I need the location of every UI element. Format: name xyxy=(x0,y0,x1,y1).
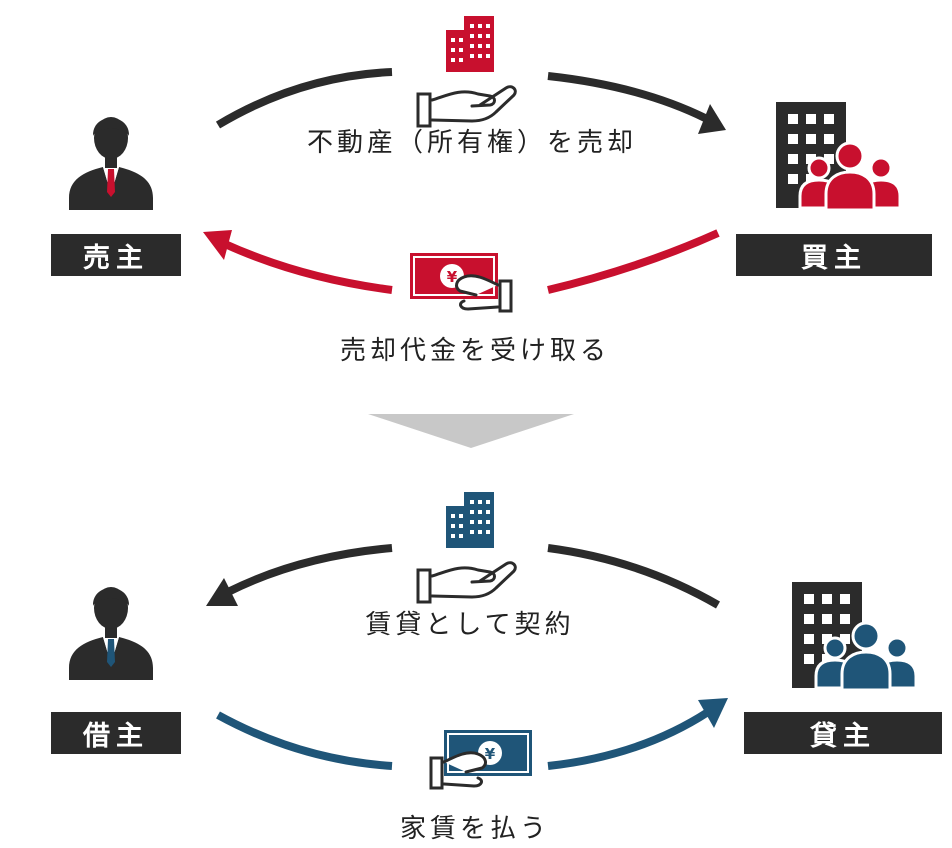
building-on-hand-icon xyxy=(416,14,517,128)
yen-symbol-bottom: ¥ xyxy=(485,745,496,763)
bottom-return-arrow xyxy=(216,698,728,770)
buyer-label: 買主 xyxy=(736,234,932,276)
lease-contract-caption: 賃貸として契約 xyxy=(365,610,575,640)
top-forward-arrow xyxy=(215,68,726,134)
yen-bill-hand-icon: ¥ xyxy=(408,251,513,313)
yen-bill-hand-icon-bottom xyxy=(429,728,534,790)
yen-symbol: ¥ xyxy=(447,268,458,286)
pay-rent-caption: 家賃を払う xyxy=(399,814,550,844)
buyer-company-icon xyxy=(774,100,902,212)
seller-person-icon xyxy=(69,117,153,210)
seller-label: 売主 xyxy=(51,234,181,276)
lessor-label: 貸主 xyxy=(744,712,942,754)
receive-proceeds-caption: 売却代金を受け取る xyxy=(339,336,610,366)
sale-caption: 不動産（所有権）を売却 xyxy=(306,128,637,158)
tenant-label: 借主 xyxy=(51,712,181,754)
building-on-hand-icon-bottom xyxy=(416,490,517,604)
lessor-company-icon xyxy=(790,580,918,692)
top-return-arrow xyxy=(203,229,720,294)
bottom-forward-arrow xyxy=(206,544,720,609)
down-triangle-icon xyxy=(368,414,574,448)
tenant-person-icon xyxy=(69,587,153,680)
